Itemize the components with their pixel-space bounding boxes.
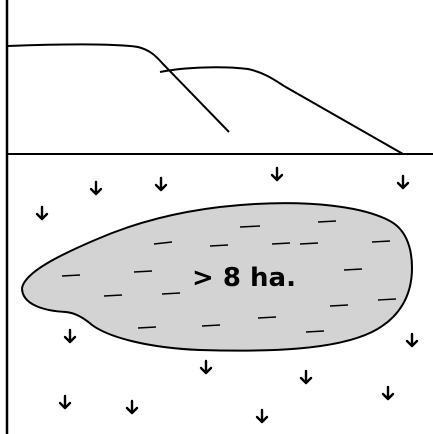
- water-dash: [258, 317, 276, 318]
- water-dash: [104, 295, 122, 296]
- water-dash: [162, 293, 180, 294]
- marsh-arrow-icon: [60, 396, 70, 408]
- marsh-arrow-icon: [407, 334, 417, 346]
- water-dash: [62, 275, 80, 276]
- marsh-arrow-icon: [37, 207, 47, 219]
- marsh-arrow-icon: [257, 410, 267, 422]
- water-dash: [378, 299, 396, 300]
- marsh-arrow-icon: [65, 330, 75, 342]
- marsh-arrow-icon: [301, 371, 311, 383]
- water-dash: [210, 245, 228, 246]
- water-dash: [330, 305, 348, 306]
- water-dash: [344, 269, 362, 270]
- water-dash: [272, 243, 290, 244]
- marsh-arrow-icon: [383, 387, 393, 399]
- water-dash: [372, 241, 390, 242]
- hill-profile: [8, 44, 403, 154]
- water-dash: [134, 271, 152, 272]
- marsh-arrow-icon: [91, 182, 101, 194]
- water-dash: [300, 243, 318, 244]
- hill-slope-line-2: [160, 67, 403, 154]
- water-dash: [202, 325, 220, 326]
- water-dash: [306, 331, 324, 332]
- hill-slope-line-1: [8, 44, 229, 132]
- water-dash: [138, 327, 156, 328]
- wetland-area-label: > 8 ha.: [192, 263, 296, 293]
- water-dash: [240, 226, 260, 227]
- marsh-arrow-icon: [156, 178, 166, 190]
- water-dash: [318, 221, 336, 222]
- marsh-arrow-icon: [201, 361, 211, 373]
- marsh-arrow-icon: [398, 176, 408, 188]
- marsh-arrow-icon: [272, 168, 282, 180]
- marsh-arrow-icon: [127, 401, 137, 413]
